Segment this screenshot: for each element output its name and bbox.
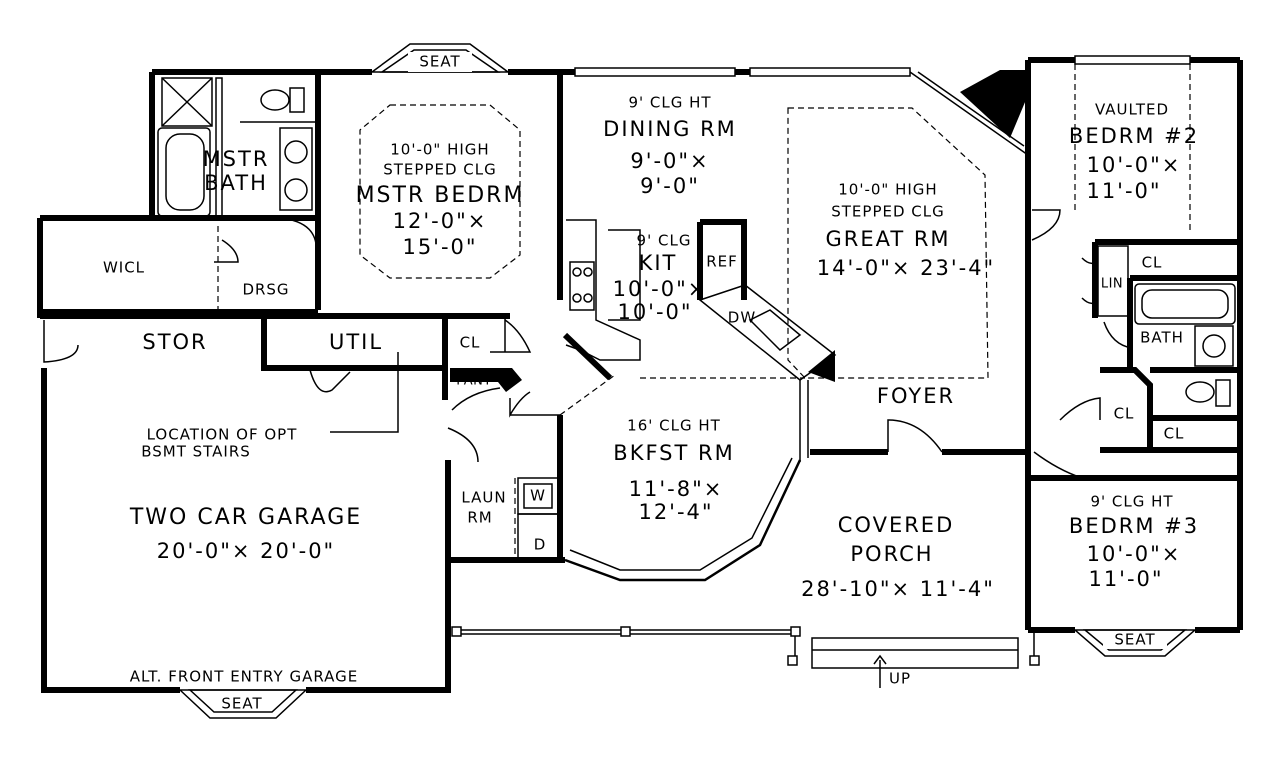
windows-top (574, 55, 1191, 156)
stor-label: STOR (142, 330, 207, 354)
closet-label-util: CL (460, 334, 481, 352)
breakfast-ceiling-note: 16' CLG HT (627, 417, 721, 435)
room-labels: SEAT MSTR BATH 10'-0" HIGH STEPPED CLG M… (103, 53, 1199, 713)
alt-front-entry-label: ALT. FRONT ENTRY GARAGE (130, 668, 359, 686)
great-room-label: GREAT RM (825, 227, 950, 251)
breakfast-room-label: BKFST RM (613, 441, 734, 465)
great-room-ceiling-note2: STEPPED CLG (831, 203, 945, 221)
master-bedroom-label: MSTR BEDRM (356, 183, 525, 208)
refrigerator-label: REF (706, 253, 738, 271)
seat-label-garage: SEAT (221, 695, 262, 713)
bedroom2-dim1: 10'-0"× (1087, 153, 1182, 177)
bay-window-garage (178, 689, 308, 719)
bath-label: BATH (1140, 329, 1184, 347)
kitchen-ceiling-note: 9' CLG (637, 232, 692, 250)
bedroom2-vaulted-note: VAULTED (1095, 101, 1169, 119)
washer-label: W (530, 487, 546, 505)
linen-label: LIN (1101, 277, 1123, 292)
wicl-label: WICL (103, 259, 145, 277)
bedroom3-dim1: 10'-0"× (1087, 542, 1182, 566)
bedroom3-label: BEDRM #3 (1069, 514, 1199, 538)
interior-details (43, 64, 1236, 688)
closet-label-bed3: CL (1164, 425, 1185, 443)
util-label: UTIL (329, 330, 383, 354)
laundry-label-line2: RM (467, 509, 492, 527)
breakfast-dim1: 11'-8"× (629, 477, 724, 501)
great-room-ceiling-note: 10'-0" HIGH (838, 181, 937, 199)
dining-room-label: DINING RM (603, 117, 737, 141)
dryer-label: D (534, 536, 547, 554)
dining-ceiling-note: 9' CLG HT (628, 94, 711, 112)
garage-label: TWO CAR GARAGE (129, 505, 362, 530)
porch-dimensions: 28'-10"× 11'-4" (801, 577, 995, 601)
great-room-dimensions: 14'-0"× 23'-4" (817, 256, 995, 280)
drsg-label: DRSG (242, 281, 289, 299)
bsmt-stairs-note: LOCATION OF OPT (147, 426, 298, 444)
breakfast-bay (564, 380, 809, 582)
dishwasher-label: DW (728, 309, 756, 327)
porch-label: COVERED (838, 513, 955, 537)
breakfast-dim2: 12'-4" (638, 500, 713, 524)
kitchen-label: KIT (639, 251, 678, 275)
kitchen-dim2: 10'-0" (617, 300, 692, 324)
dining-dim2: 9'-0" (640, 174, 700, 198)
bedroom2-label: BEDRM #2 (1069, 124, 1199, 148)
closet-label-hall: CL (1114, 405, 1135, 423)
master-bath-label-line2: BATH (204, 171, 268, 195)
garage-dimensions: 20'-0"× 20'-0" (157, 539, 335, 563)
master-bedroom-ceiling-note: 10'-0" HIGH (390, 141, 489, 159)
master-bedroom-dim1: 12'-0"× (393, 209, 488, 233)
pantry-label: PANT (456, 374, 492, 389)
seat-label-bedroom3: SEAT (1114, 631, 1155, 649)
master-bedroom-ceiling-note2: STEPPED CLG (383, 161, 497, 179)
seat-label-top: SEAT (419, 53, 460, 71)
dining-dim1: 9'-0"× (630, 149, 709, 173)
bedroom3-dim2: 11'-0" (1088, 567, 1163, 591)
bsmt-stairs-note-line2: BSMT STAIRS (141, 443, 251, 461)
fireplace-icon (960, 70, 1028, 138)
kitchen-dim1: 10'-0"× (613, 277, 708, 301)
up-label: UP (889, 670, 911, 688)
master-bedroom-dim2: 15'-0" (402, 235, 477, 259)
master-bath-label: MSTR (203, 147, 270, 171)
bedroom2-dim2: 11'-0" (1086, 179, 1161, 203)
bedroom3-ceiling-note: 9' CLG HT (1090, 493, 1173, 511)
laundry-label: LAUN (461, 489, 506, 507)
foyer-label: FOYER (877, 384, 955, 408)
porch-label-line2: PORCH (850, 542, 933, 566)
closet-label-bed2: CL (1142, 254, 1163, 272)
